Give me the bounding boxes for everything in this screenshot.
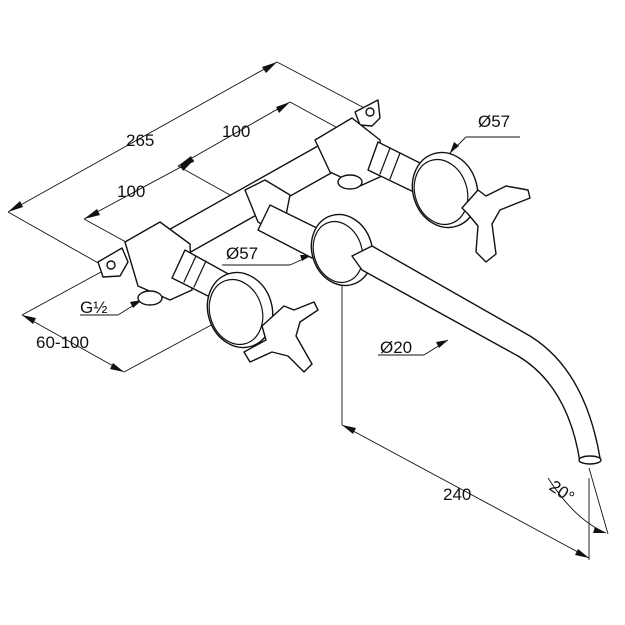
handle-rosette-lower-inner [208, 279, 264, 345]
arrow-240-right [575, 549, 589, 558]
label-spout-diameter: Ø20 [380, 338, 412, 357]
spout-stem [257, 204, 326, 259]
spout-outlet [578, 455, 602, 465]
ext-line-265-right [276, 61, 373, 113]
arrow-o20 [436, 340, 448, 348]
dim-line-265 [7, 61, 278, 213]
bracket-upper-hole [365, 107, 375, 117]
ext-line-265-left [7, 211, 101, 265]
label-wall-depth: 60-100 [36, 333, 89, 352]
arrow-o57-upper [450, 142, 459, 153]
label-handle-diameter-lower: Ø57 [226, 244, 258, 263]
label-overall-width: 265 [126, 131, 154, 150]
arrow-60-100-right [110, 363, 124, 372]
stem-ring-1 [379, 147, 391, 175]
angle-line [588, 467, 609, 535]
label-lower-spacing: 100 [117, 182, 145, 201]
stem-ring-2 [389, 152, 401, 180]
valve-body-lower [124, 221, 193, 301]
dim-line-240 [341, 424, 590, 559]
arrow-angle [593, 527, 606, 533]
handle-rosette-lower [206, 271, 274, 349]
arrow-100-lower-right [180, 160, 194, 171]
label-thread: G½ [80, 298, 107, 317]
dim-line-100-lower [83, 159, 195, 220]
label-handle-diameter-upper: Ø57 [478, 112, 510, 131]
arrow-100-lower-left [84, 209, 100, 219]
ext-line-60-100-left [21, 265, 113, 316]
stem-ring-3 [183, 255, 197, 283]
stem-ring-4 [193, 260, 207, 288]
arrow-265-left [8, 201, 23, 212]
dimension-lines [7, 61, 609, 560]
dim-line-60-100 [21, 314, 125, 373]
valve-lower-outlet [137, 290, 163, 306]
arrow-240-left [342, 425, 356, 434]
spout-rosette [310, 213, 374, 287]
faucet-body [97, 99, 602, 465]
handle-rosette-upper [411, 151, 479, 229]
arrow-g12 [130, 300, 142, 308]
dim-line-100-upper [177, 101, 291, 167]
label-spout-projection: 240 [443, 485, 471, 504]
spout-rosette-inner [312, 220, 364, 284]
bracket-lower-hole [106, 260, 116, 270]
ext-line-60-100-right [123, 315, 229, 373]
arrow-60-100-left [22, 315, 36, 324]
label-upper-spacing: 100 [222, 122, 250, 141]
cross-handle-lower [243, 301, 319, 373]
arrow-100-upper-right [276, 102, 290, 113]
arrow-100-upper-left [178, 156, 194, 166]
valve-upper-outlet [337, 174, 363, 190]
handle-rosette-upper-inner [413, 159, 469, 225]
cross-handle-upper [461, 185, 531, 263]
arrow-265-right [262, 62, 277, 73]
